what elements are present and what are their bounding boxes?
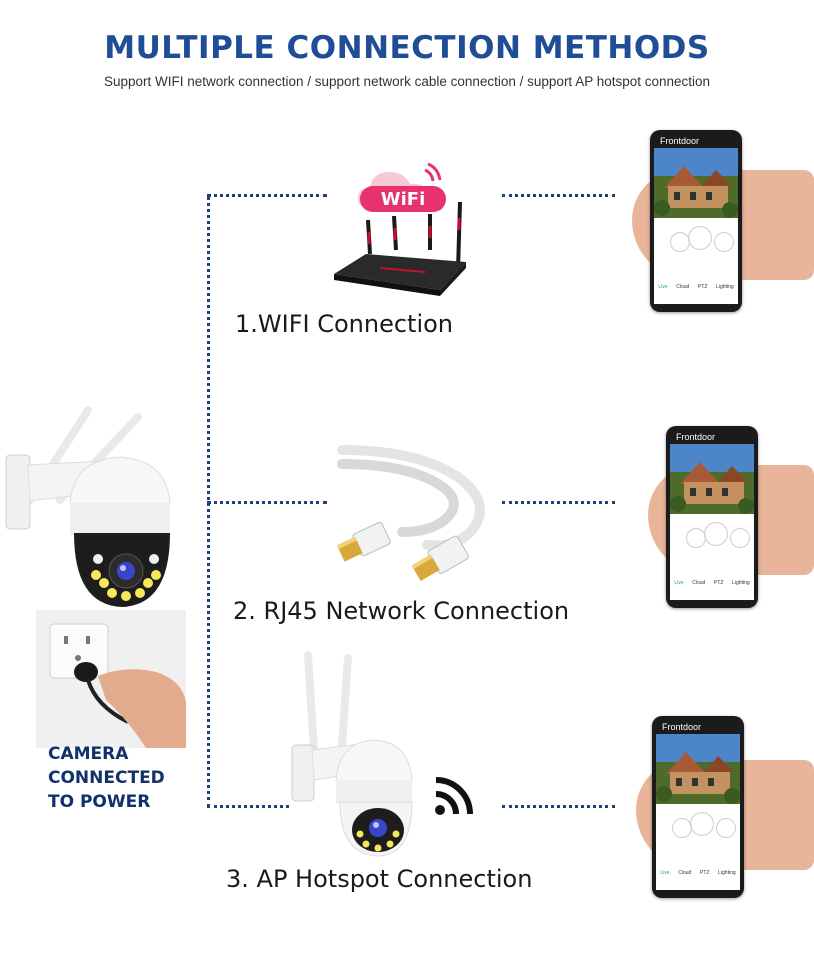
talk-icon[interactable] bbox=[704, 522, 728, 546]
phone-controls bbox=[656, 812, 740, 848]
ap-camera-icon bbox=[286, 650, 416, 860]
phone-1: Frontdoor Live Cloud PTZ L bbox=[650, 130, 742, 312]
branch-line-rj45 bbox=[207, 501, 327, 504]
phone-tabs: Live Cloud PTZ Lighting bbox=[670, 580, 754, 592]
tab-lighting[interactable]: Lighting bbox=[732, 580, 750, 586]
talk-icon[interactable] bbox=[690, 812, 714, 836]
page-subtitle: Support WIFI network connection / suppor… bbox=[103, 74, 711, 89]
tab-cloud[interactable]: Cloud bbox=[678, 870, 692, 876]
speaker-icon[interactable] bbox=[716, 818, 736, 838]
camera-power-label-line: CAMERA bbox=[48, 744, 129, 764]
tab-lighting[interactable]: Lighting bbox=[716, 284, 734, 290]
method-label-ap: 3. AP Hotspot Connection bbox=[226, 865, 533, 893]
camera-power-label-line: CONNECTED bbox=[48, 768, 165, 788]
phone-title: Frontdoor bbox=[654, 134, 738, 148]
speaker-icon[interactable] bbox=[730, 528, 750, 548]
page-title: MULTIPLE CONNECTION METHODS bbox=[104, 30, 710, 66]
speaker-icon[interactable] bbox=[714, 232, 734, 252]
camera-power-label-line: TO POWER bbox=[48, 792, 151, 812]
tab-ptz[interactable]: PTZ bbox=[713, 580, 724, 586]
mic-icon[interactable] bbox=[686, 528, 706, 548]
wifi-router-icon: WiFi bbox=[330, 150, 470, 300]
tab-lighting[interactable]: Lighting bbox=[718, 870, 736, 876]
tab-ptz[interactable]: PTZ bbox=[699, 870, 710, 876]
branch-line-ap bbox=[207, 805, 289, 808]
camera-power-label: CAMERA CONNECTED TO POWER bbox=[48, 742, 165, 814]
video-feed-image bbox=[656, 734, 740, 804]
phone-tabs: Live Cloud PTZ Lighting bbox=[656, 870, 740, 882]
mic-icon[interactable] bbox=[670, 232, 690, 252]
video-feed-image bbox=[654, 148, 738, 218]
link-line-ap-phone bbox=[502, 805, 615, 808]
hotspot-signal-icon bbox=[432, 772, 478, 818]
tab-live[interactable]: Live bbox=[658, 284, 668, 290]
tab-live[interactable]: Live bbox=[674, 580, 684, 586]
camera-image bbox=[0, 405, 180, 615]
phone-title: Frontdoor bbox=[670, 430, 754, 444]
power-outlet-image bbox=[36, 610, 186, 748]
tab-live[interactable]: Live bbox=[660, 870, 670, 876]
phone-2: Frontdoor Live Cloud PTZ L bbox=[666, 426, 758, 608]
link-line-rj45-phone bbox=[502, 501, 615, 504]
phone-tabs: Live Cloud PTZ Lighting bbox=[654, 284, 738, 296]
phone-controls bbox=[670, 522, 754, 558]
tab-ptz[interactable]: PTZ bbox=[697, 284, 708, 290]
tab-cloud[interactable]: Cloud bbox=[676, 284, 690, 290]
video-feed-image bbox=[670, 444, 754, 514]
ethernet-cable-icon bbox=[332, 440, 502, 590]
method-label-rj45: 2. RJ45 Network Connection bbox=[233, 597, 570, 625]
svg-text:WiFi: WiFi bbox=[381, 189, 426, 210]
mic-icon[interactable] bbox=[672, 818, 692, 838]
talk-icon[interactable] bbox=[688, 226, 712, 250]
phone-controls bbox=[654, 226, 738, 262]
method-label-wifi: 1.WIFI Connection bbox=[235, 310, 454, 338]
phone-3: Frontdoor Live Cloud PTZ L bbox=[652, 716, 744, 898]
branch-line-wifi bbox=[207, 194, 327, 197]
phone-title: Frontdoor bbox=[656, 720, 740, 734]
link-line-wifi-phone bbox=[502, 194, 615, 197]
tab-cloud[interactable]: Cloud bbox=[692, 580, 706, 586]
